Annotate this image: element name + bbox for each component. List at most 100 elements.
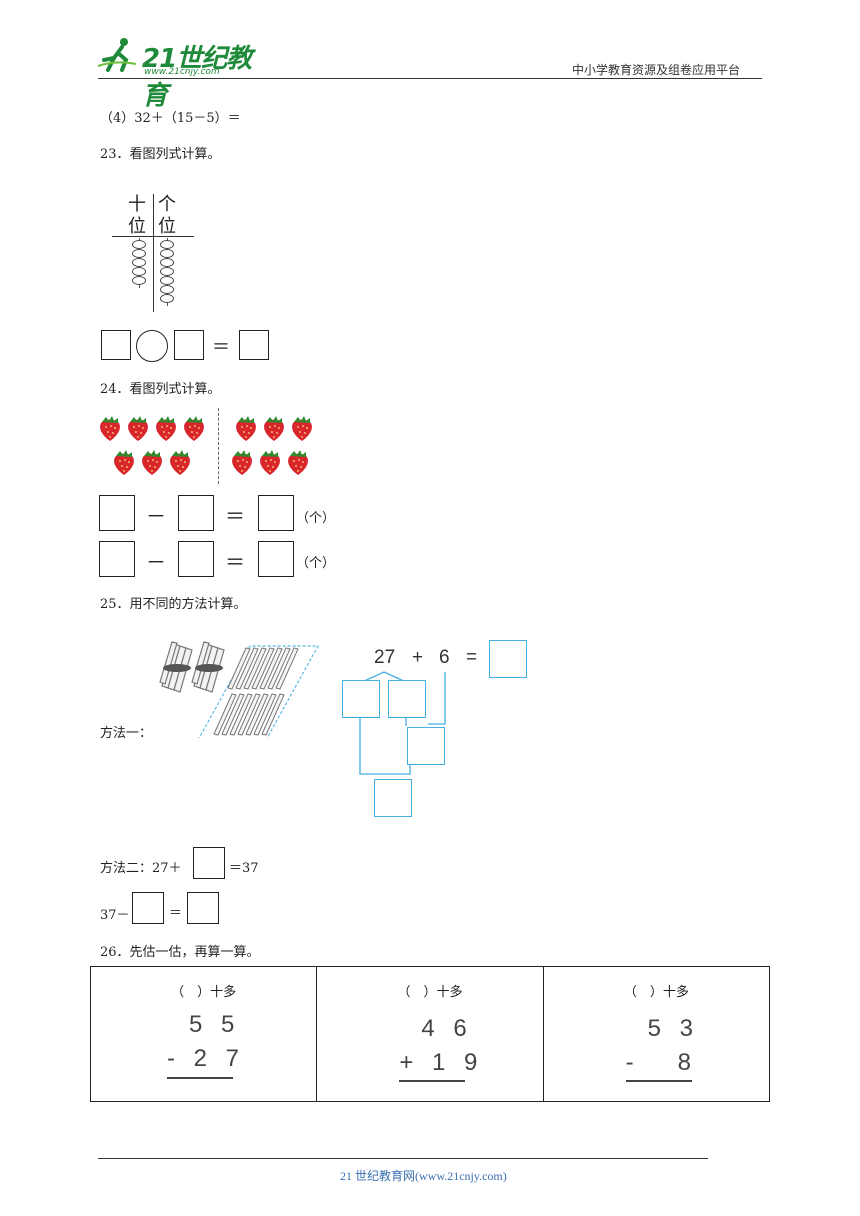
strawberry-divider bbox=[218, 408, 219, 484]
abacus-bead bbox=[160, 258, 174, 267]
expr-plus: + bbox=[412, 647, 424, 668]
q24-row2-box-1[interactable] bbox=[99, 541, 135, 577]
single-stick bbox=[275, 647, 299, 690]
q23-title: 23．看图列式计算。 bbox=[100, 147, 221, 162]
q26-title: 26．先估一估，再算一算。 bbox=[100, 945, 260, 960]
tens-label-1: 十 bbox=[128, 194, 146, 215]
q25-method2-box[interactable] bbox=[193, 847, 225, 879]
q24-row1-box-1[interactable] bbox=[99, 495, 135, 531]
q24-row1-minus: － bbox=[146, 504, 166, 528]
logo-title: 21世纪教育 bbox=[142, 44, 252, 111]
strawberry-icon bbox=[100, 416, 120, 441]
q24-row2-minus: － bbox=[146, 550, 166, 574]
q24-row2-unit: （个） bbox=[296, 556, 336, 571]
stick-bundle-1 bbox=[159, 641, 193, 693]
strawberry-icon bbox=[142, 450, 162, 475]
single-stick bbox=[237, 693, 261, 736]
expr-eq: = bbox=[466, 647, 478, 668]
ones-label-2: 位 bbox=[158, 216, 176, 237]
q23-operator-circle[interactable] bbox=[136, 330, 168, 362]
single-stick bbox=[251, 647, 275, 690]
estimate-top-2: 4 6 bbox=[421, 1015, 473, 1042]
q25-method2-suffix: ＝37 bbox=[229, 861, 259, 876]
strawberry-icon bbox=[292, 416, 312, 441]
estimate-bottom-1: - 2 7 bbox=[167, 1045, 246, 1072]
footer-text: 21 世纪教育网(www.21cnjy.com) bbox=[340, 1169, 507, 1183]
estimate-head-3[interactable]: （ ）十多 bbox=[623, 985, 689, 1000]
header-divider bbox=[98, 78, 762, 79]
abacus-bead bbox=[160, 285, 174, 294]
single-stick bbox=[227, 647, 251, 690]
single-stick bbox=[245, 693, 269, 736]
strawberry-icon bbox=[236, 416, 256, 441]
q24-row2-box-2[interactable] bbox=[178, 541, 214, 577]
q25-title: 25．用不同的方法计算。 bbox=[100, 597, 247, 612]
strawberry-icon bbox=[128, 416, 148, 441]
abacus-bead bbox=[160, 276, 174, 285]
q23-answer-box-1[interactable] bbox=[101, 330, 131, 360]
estimate-bottom-2: + 1 9 bbox=[399, 1049, 484, 1076]
estimate-underline-2 bbox=[399, 1080, 466, 1082]
q24-row1-equals: ＝ bbox=[225, 504, 245, 528]
abacus-bead bbox=[132, 240, 146, 249]
abacus-bead bbox=[160, 294, 174, 303]
abacus-bead bbox=[132, 258, 146, 267]
split-box-1[interactable] bbox=[342, 680, 380, 718]
strawberry-picture bbox=[96, 408, 326, 484]
strawberry-icon bbox=[260, 450, 280, 475]
single-stick bbox=[213, 693, 237, 736]
strawberry-icon bbox=[232, 450, 252, 475]
expr-b: 6 bbox=[439, 647, 450, 668]
logo: 21世纪教育 www.21cnjy.com bbox=[96, 36, 266, 111]
estimate-cell-1: （ ）十多 5 5 - 2 7 bbox=[89, 966, 318, 1102]
q25-line2-prefix: 37－ bbox=[100, 908, 130, 923]
estimate-table: （ ）十多 5 5 - 2 7 （ ）十多 4 6 + 1 9 （ ）十多 5 … bbox=[89, 966, 771, 1102]
q23-equals: ＝ bbox=[212, 337, 230, 358]
q23-answer-box-2[interactable] bbox=[174, 330, 204, 360]
q24-row1-box-3[interactable] bbox=[258, 495, 294, 531]
abacus-bead bbox=[160, 267, 174, 276]
footer-divider bbox=[98, 1158, 708, 1159]
split-box-3[interactable] bbox=[407, 727, 445, 765]
strawberry-icon bbox=[156, 416, 176, 441]
q25-line2-box-2[interactable] bbox=[187, 892, 219, 924]
strawberry-icon bbox=[264, 416, 284, 441]
split-box-4[interactable] bbox=[374, 779, 412, 817]
q24-row2-box-3[interactable] bbox=[258, 541, 294, 577]
logo-url: www.21cnjy.com bbox=[144, 67, 220, 77]
q25-line2-box-1[interactable] bbox=[132, 892, 164, 924]
abacus-bead bbox=[160, 249, 174, 258]
q24-row1-box-2[interactable] bbox=[178, 495, 214, 531]
strawberry-icon bbox=[288, 450, 308, 475]
single-stick bbox=[259, 647, 283, 690]
abacus-bead bbox=[132, 267, 146, 276]
estimate-top-3: 5 3 bbox=[647, 1015, 700, 1042]
runner-logo-icon bbox=[97, 38, 137, 72]
abacus-divider bbox=[153, 194, 154, 312]
abacus-bead bbox=[160, 240, 174, 249]
loose-sticks bbox=[213, 647, 299, 736]
tens-label-2: 位 bbox=[128, 216, 146, 237]
expr-result-box[interactable] bbox=[489, 640, 527, 678]
single-stick bbox=[267, 647, 291, 690]
q23-answer-box-3[interactable] bbox=[239, 330, 269, 360]
q25-method2-prefix: 方法二：27＋ bbox=[100, 861, 182, 876]
platform-name: 中小学教育资源及组卷应用平台 bbox=[572, 63, 741, 77]
single-stick bbox=[221, 693, 245, 736]
estimate-cell-3: （ ）十多 5 3 - 8 bbox=[542, 966, 771, 1102]
single-stick bbox=[229, 693, 253, 736]
abacus-bead bbox=[132, 249, 146, 258]
split-box-2[interactable] bbox=[388, 680, 426, 718]
estimate-head-2[interactable]: （ ）十多 bbox=[397, 985, 463, 1000]
q24-row1-unit: （个） bbox=[296, 511, 336, 526]
ones-label-1: 个 bbox=[158, 194, 176, 215]
strawberry-icon bbox=[170, 450, 190, 475]
estimate-underline-3 bbox=[625, 1080, 692, 1082]
estimate-bottom-3: - 8 bbox=[625, 1049, 697, 1076]
estimate-cell-2: （ ）十多 4 6 + 1 9 bbox=[316, 966, 544, 1102]
stick-bundle-2 bbox=[191, 641, 225, 693]
estimate-head-1[interactable]: （ ）十多 bbox=[171, 985, 237, 1000]
sticks-picture bbox=[159, 641, 320, 738]
single-stick bbox=[261, 693, 285, 736]
abacus: 十 位 个 位 bbox=[112, 190, 198, 314]
